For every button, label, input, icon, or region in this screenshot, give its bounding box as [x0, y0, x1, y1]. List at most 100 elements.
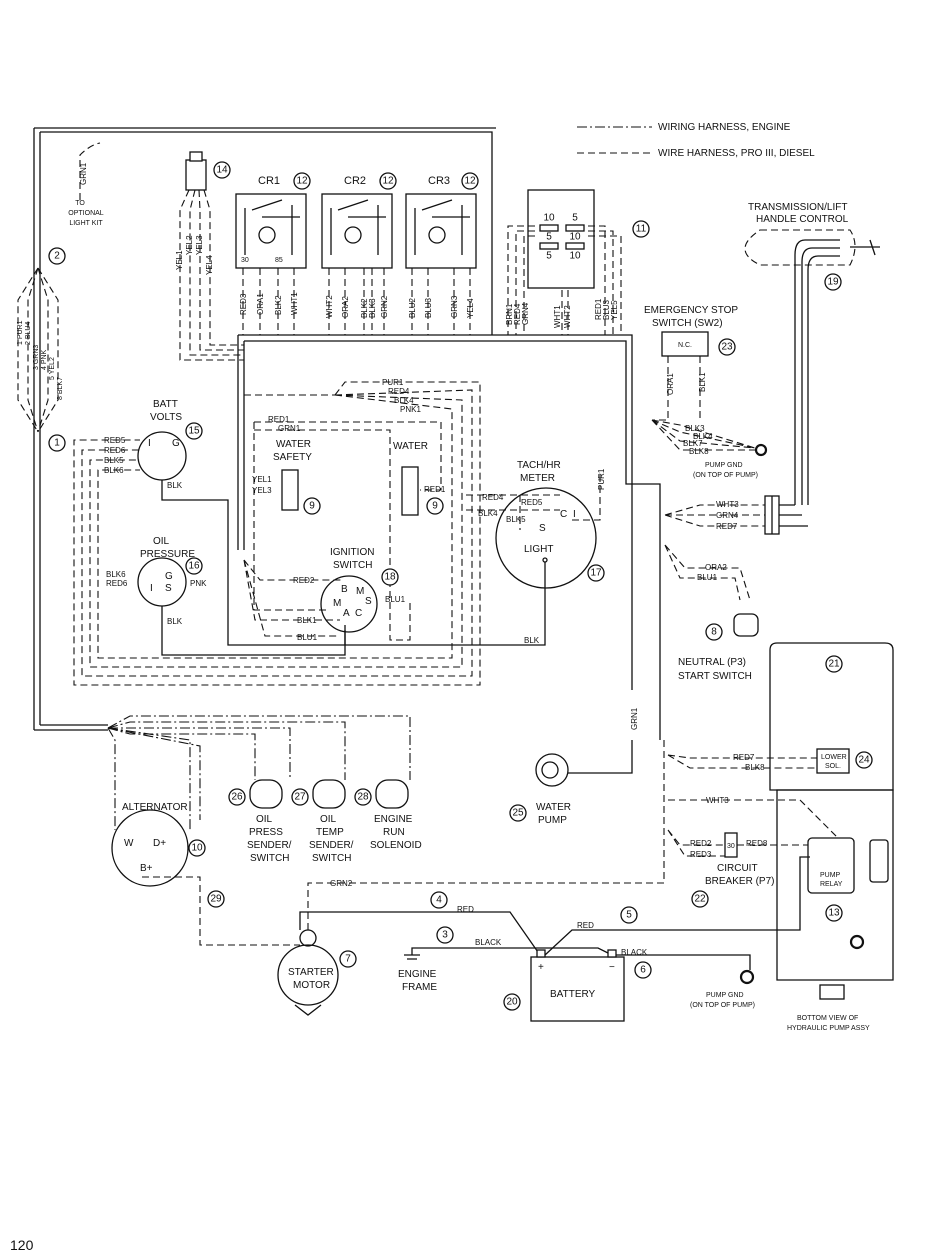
battery: + − BATTERY 20: [503, 949, 625, 1022]
wire-label: PNK1: [400, 405, 421, 414]
optional-light-kit: GRN1 TO OPTIONAL LIGHT KIT: [68, 142, 104, 227]
wire-label: YEL4: [466, 298, 475, 318]
legend-engine-harness: WIRING HARNESS, ENGINE: [658, 122, 791, 133]
left-connector: 2 1 1 PUR1 2 BLU4 3 GRN3 4 PNK 5 YEL2 8 …: [17, 247, 66, 452]
terminal-label: G: [165, 571, 173, 582]
component-label: BOTTOM VIEW OF: [797, 1015, 858, 1022]
wire-label: WHT3: [706, 796, 729, 805]
terminal-label: S: [539, 523, 546, 534]
component-title: WATER: [276, 439, 311, 450]
terminal-label: A: [343, 608, 350, 619]
wire-label: RED8: [746, 839, 768, 848]
relay-label: CR2: [344, 175, 366, 187]
callout-label: 18: [384, 572, 396, 583]
component-label: LOWER: [821, 754, 847, 761]
callout-label: 24: [858, 755, 870, 766]
wire-label: ORA1: [666, 373, 675, 395]
engine-run-solenoid: 28 ENGINE RUN SOLENOID: [354, 779, 422, 851]
wire-label: BLK4: [693, 432, 713, 441]
wire-label: YEL1: [175, 250, 184, 270]
component-title: STARTER: [288, 967, 334, 978]
component-title: SWITCH: [333, 560, 372, 571]
wire-label: BLU1: [697, 573, 718, 582]
fuse-value: 10: [569, 251, 581, 262]
fuse-value: 5: [546, 251, 552, 262]
wire-label: BLK5: [104, 456, 124, 465]
oil-press-sender: 26 OIL PRESS SENDER/ SWITCH: [228, 779, 292, 864]
wire-label: RED4: [482, 493, 504, 502]
wire-label: WHT1: [553, 305, 562, 328]
tach-hour-meter: TACH/HR METER RED4 RED5 BLK4 BLK5 C I S …: [345, 460, 606, 646]
pin-label: 30: [241, 257, 249, 264]
pump-assembly: 21 LOWER SOL. 24 RED7 BLK8: [667, 642, 894, 791]
wire-label: YEL3: [195, 235, 204, 255]
wire-label: BLK5: [506, 515, 526, 524]
callout-label: 29: [210, 894, 222, 905]
handle-connector: WHT3 GRN4 RED7: [664, 495, 808, 535]
terminal-label: I: [573, 509, 576, 520]
callout-label: 22: [694, 894, 706, 905]
component-title: SENDER/: [309, 840, 354, 851]
terminal-label: −: [609, 962, 615, 973]
wire-label: PNK: [190, 579, 207, 588]
callout-label: 27: [294, 792, 306, 803]
wire-label: BLK: [167, 617, 183, 626]
wire-label: GRN4: [716, 511, 739, 520]
wire-label: ORA2: [341, 296, 350, 318]
callout-label: 16: [188, 561, 200, 572]
callout-label: 15: [188, 426, 200, 437]
light-kit-label: TO: [75, 200, 85, 207]
fuse-value: 5: [572, 213, 578, 224]
callout-label: 4: [436, 895, 442, 906]
wire-label: BLK1: [698, 372, 707, 392]
callout-label: 28: [357, 792, 369, 803]
callout-label: 13: [828, 908, 840, 919]
wire-label: RED: [457, 905, 474, 914]
wire-label: GRN2: [330, 879, 353, 888]
connector-14: 14 YEL1 YEL2 YEL3 YEL4: [175, 151, 244, 361]
wire-label: RED4: [388, 387, 410, 396]
wire-label: RED1: [424, 485, 446, 494]
callout-label: 9: [432, 501, 438, 512]
terminal-label: M: [356, 586, 364, 597]
relay-cr2: CR2 12 WHT2 ORA2 BLK2 BLK3 GRN2: [321, 172, 397, 335]
component-title: SWITCH: [250, 853, 289, 864]
wire-label: YEL1: [252, 475, 272, 484]
ground-label: (ON TOP OF PUMP): [690, 1002, 755, 1009]
terminal-label: B: [341, 584, 348, 595]
wire-label: RED4: [513, 303, 522, 325]
neutral-start-switch: ORA2 BLU1 8 NEUTRAL (P3) START SWITCH: [664, 544, 759, 682]
callout-label: 19: [827, 277, 839, 288]
dashboard-harness: PUR1 RED4 BLK4 PNK1 RED1 GRN1: [73, 378, 601, 686]
callout-label: 3: [442, 930, 448, 941]
callout-label: 11: [636, 224, 647, 235]
component-title: WATER: [536, 802, 571, 813]
fuse-value: 10: [569, 232, 581, 243]
wire-label: RED1: [268, 415, 290, 424]
fuse-block: 10 5 5 10 5 10 11 BRN1 RED4 GRN4 WHT1 WH…: [505, 189, 650, 335]
wire-label: 5 YEL2: [49, 357, 56, 380]
relay-cr3: CR3 12 BLU2 BLU3 GRN3 YEL4: [405, 172, 479, 335]
relay-label: CR1: [258, 175, 280, 187]
wire-label: BLK8: [745, 763, 765, 772]
callout-label: 7: [345, 954, 351, 965]
wire-label: GRN2: [380, 295, 389, 318]
callout-label: 1: [54, 438, 60, 449]
callout-label: 23: [721, 342, 733, 353]
transmission-handle: TRANSMISSION/LIFT HANDLE CONTROL 19: [744, 202, 880, 505]
callout-label: 17: [590, 568, 602, 579]
terminal-label: M: [333, 598, 341, 609]
wire-label: BLK3: [368, 298, 377, 318]
wire-label: 4 PNK: [41, 349, 48, 370]
callout-label: 5: [626, 910, 632, 921]
wire-label: 8 BLK7: [57, 377, 64, 400]
component-title: NEUTRAL (P3): [678, 657, 746, 668]
wire-label: YEL2: [185, 235, 194, 255]
component-title: SENDER/: [247, 840, 292, 851]
wire-label: RED5: [521, 498, 543, 507]
component-title: CIRCUIT: [717, 863, 758, 874]
terminal-label: S: [365, 596, 372, 607]
component-title: SWITCH: [312, 853, 351, 864]
wire-label: BLK2: [274, 295, 283, 315]
fuse-value: 10: [543, 213, 555, 224]
